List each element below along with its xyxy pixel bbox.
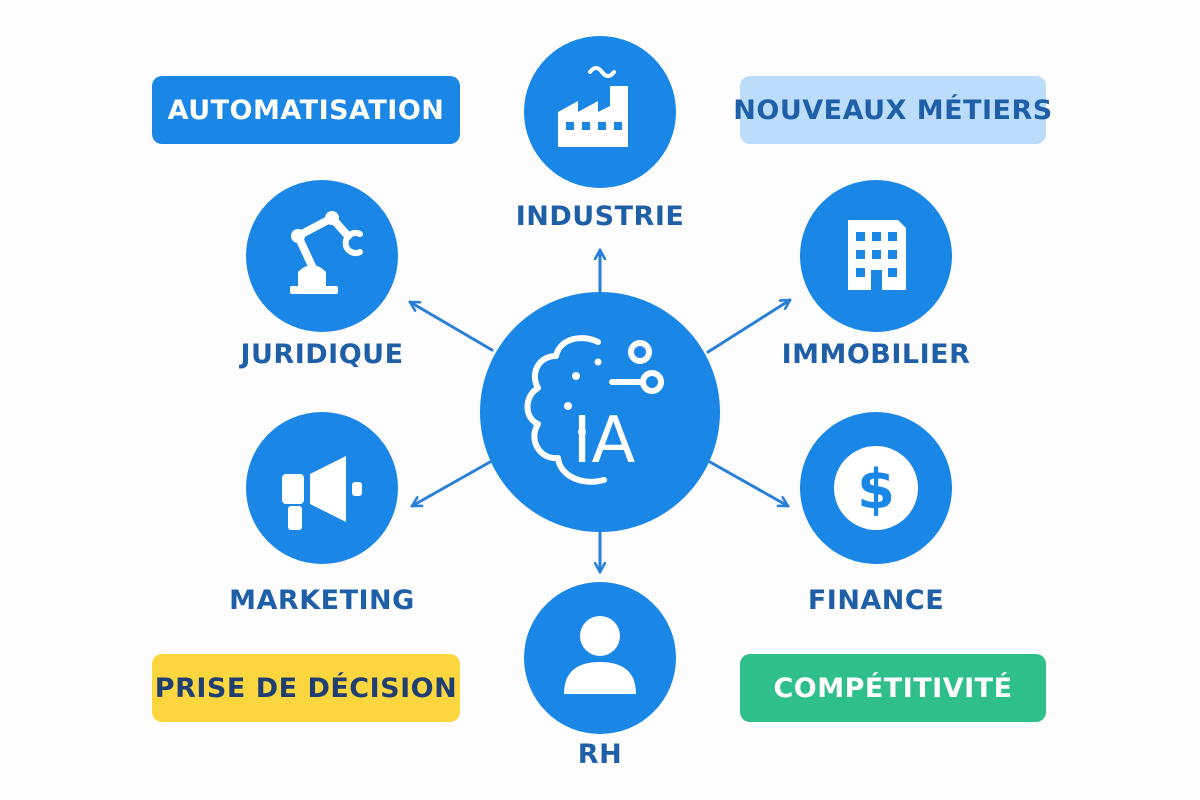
center-label: IA xyxy=(573,404,636,478)
label-marketing: MARKETING xyxy=(229,585,415,616)
building-icon xyxy=(848,220,906,290)
megaphone-icon xyxy=(282,456,362,530)
person-icon xyxy=(564,616,636,694)
node-industrie[interactable] xyxy=(524,36,676,188)
arrow-to-marketing xyxy=(410,460,492,508)
label-finance: FINANCE xyxy=(807,585,945,616)
tag-competitivite: COMPÉTITIVITÉ xyxy=(740,654,1046,722)
node-immobilier[interactable] xyxy=(800,180,952,332)
dollar-coin-icon: $ xyxy=(834,446,918,530)
svg-text:$: $ xyxy=(857,458,895,521)
brain-circuit-icon xyxy=(524,335,664,485)
label-industrie: INDUSTRIE xyxy=(515,201,685,232)
connector-arrows xyxy=(408,248,792,574)
factory-icon xyxy=(558,66,628,147)
label-immobilier: IMMOBILIER xyxy=(781,339,971,370)
node-marketing[interactable] xyxy=(246,412,398,564)
tag-prise-de-decision: PRISE DE DÉCISION xyxy=(152,654,460,722)
node-finance[interactable]: $ xyxy=(800,412,952,564)
node-juridique[interactable] xyxy=(246,180,398,332)
label-juridique: JURIDIQUE xyxy=(240,339,404,370)
tag-nouveaux-metiers: NOUVEAUX MÉTIERS xyxy=(733,76,1052,144)
arrow-to-juridique xyxy=(408,300,494,352)
center-node-ia: IA xyxy=(480,292,720,532)
tag-automatisation: AUTOMATISATION xyxy=(152,76,460,144)
arrow-to-immobilier xyxy=(706,298,792,354)
label-rh: RH xyxy=(577,739,623,770)
robot-arm-icon xyxy=(290,211,363,294)
node-rh[interactable] xyxy=(524,582,676,734)
arrow-to-finance xyxy=(708,460,790,508)
